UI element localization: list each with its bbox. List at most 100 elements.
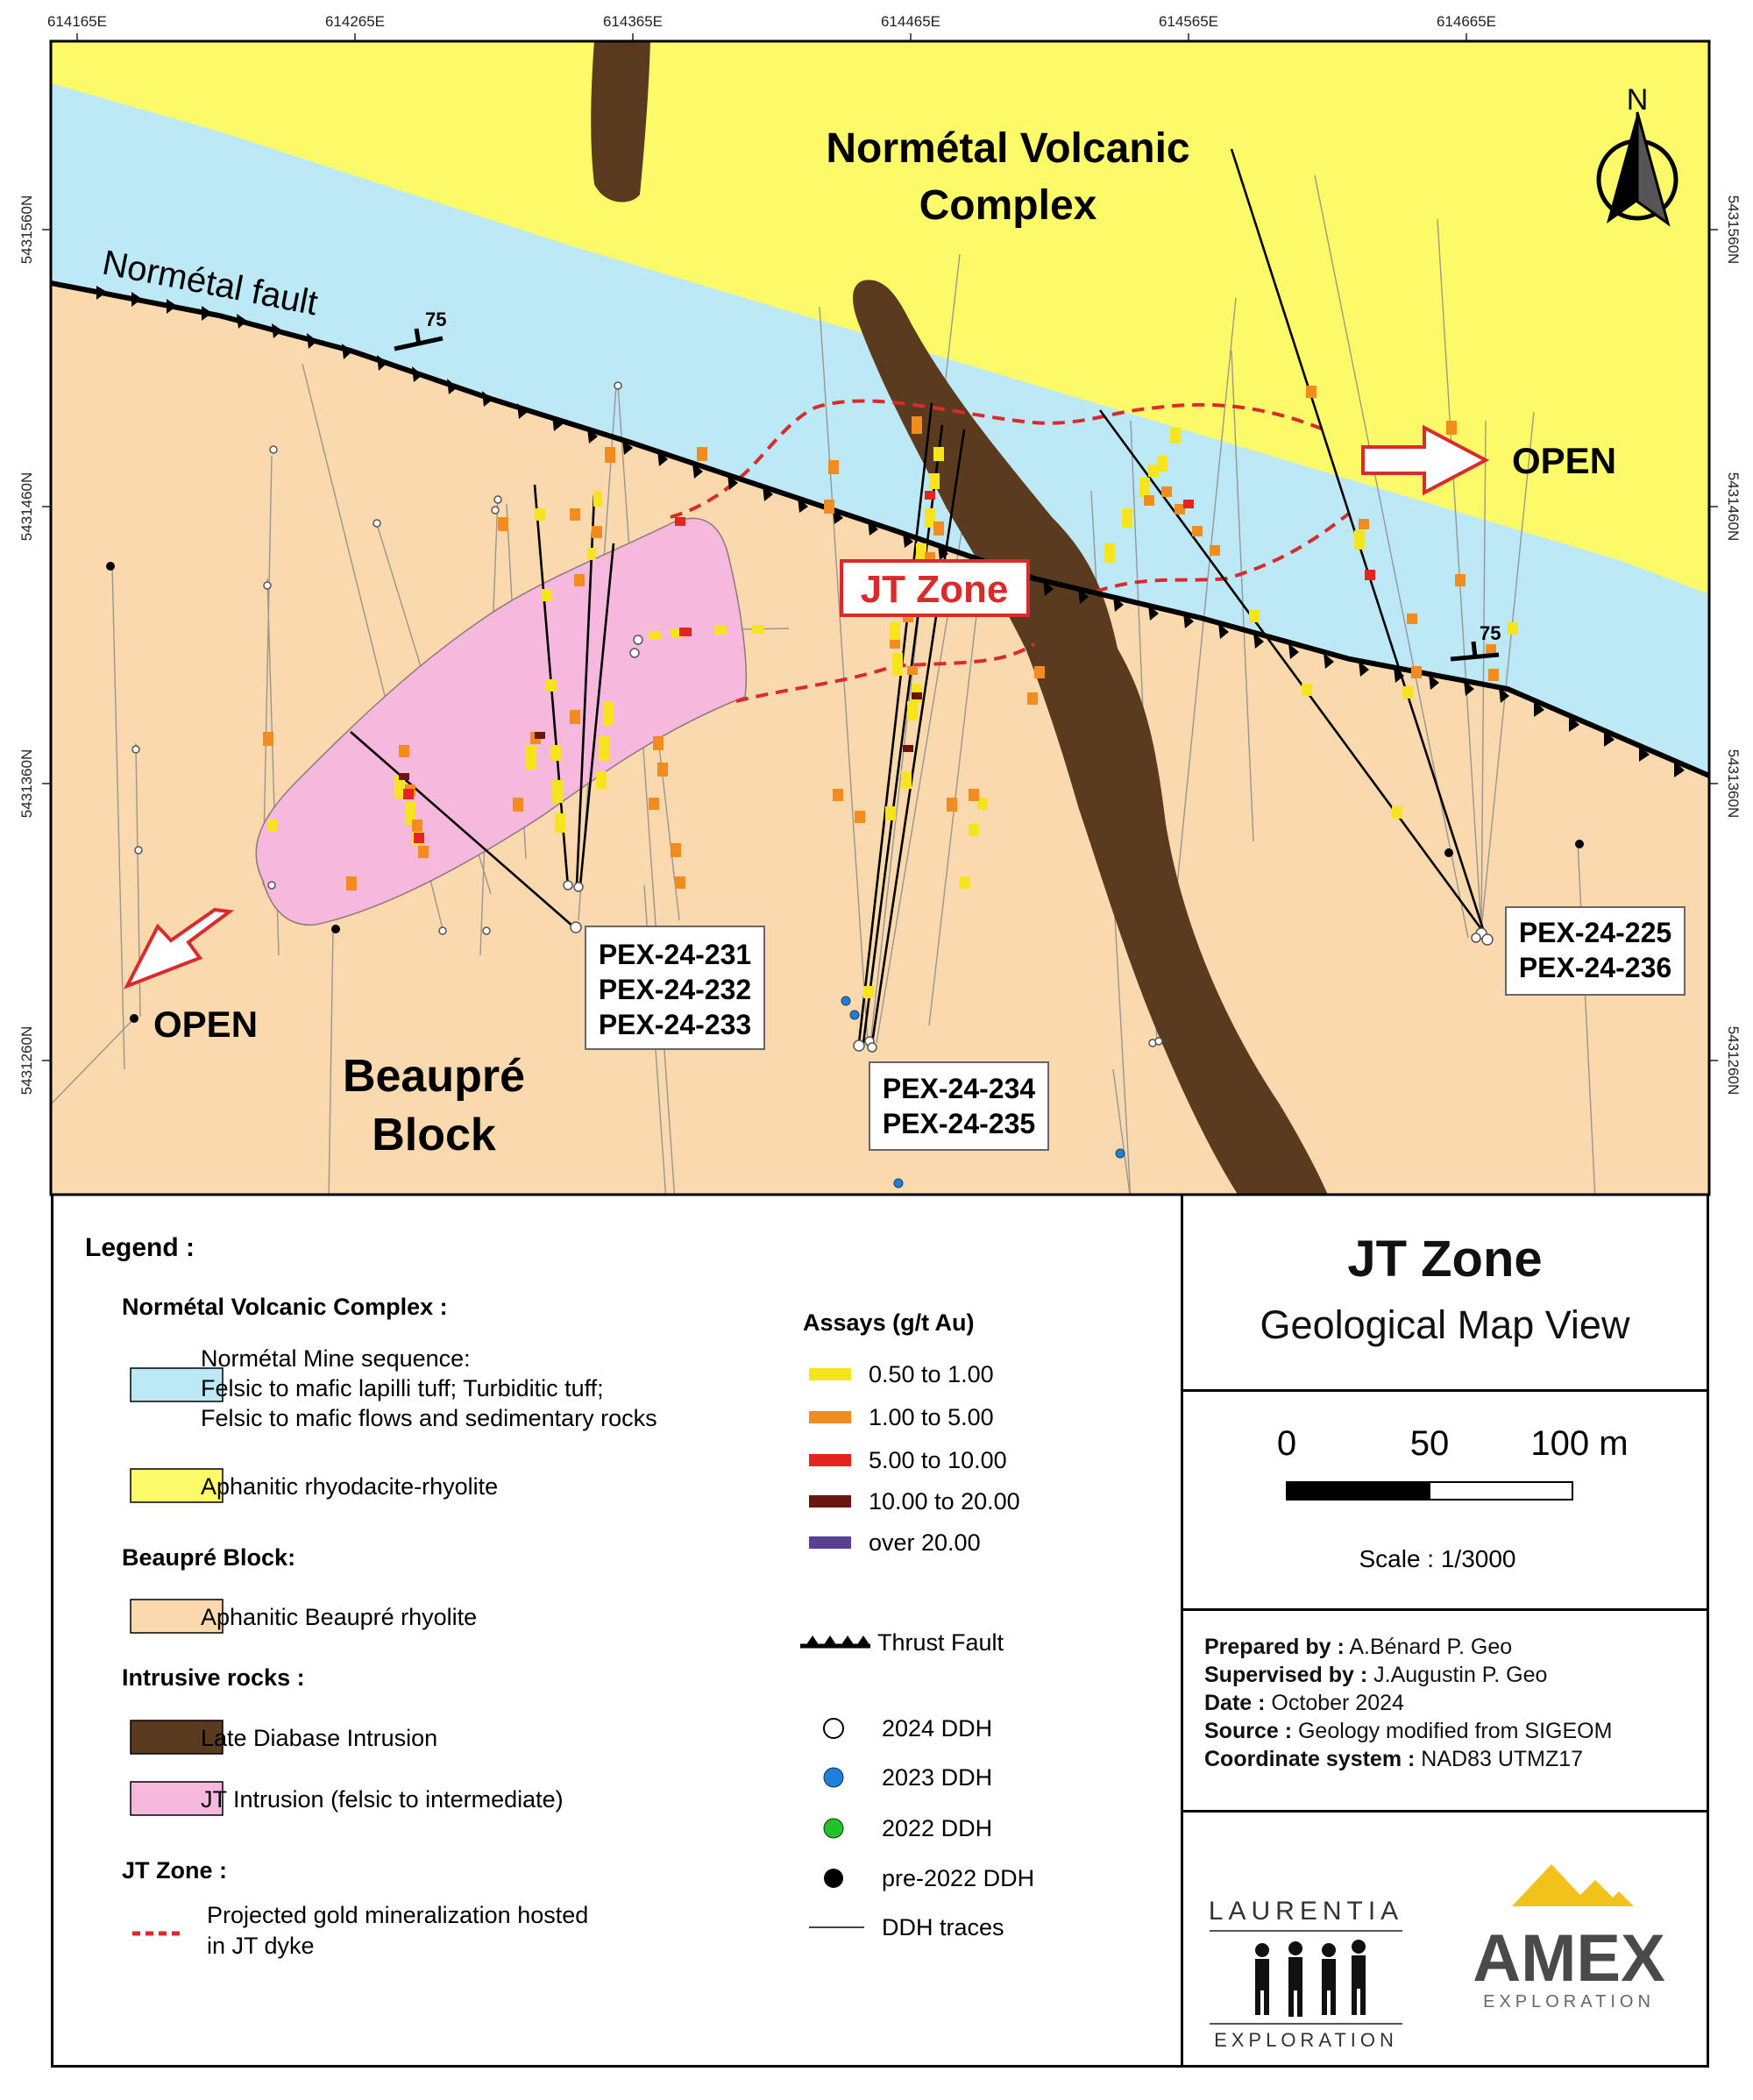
legend-group-volcanic: Normétal Volcanic Complex : — [122, 1294, 448, 1320]
diabase-dyke-main — [853, 280, 1328, 1195]
north-arrow-icon — [1596, 111, 1678, 227]
collar-box-234 — [869, 1061, 1049, 1151]
amex-logo: AMEX EXPLORATION — [1473, 1864, 1665, 2011]
coord-top-label: 614365E — [603, 13, 663, 30]
legend-tuff-line: Normétal Mine sequence: — [201, 1345, 471, 1372]
title-block: JT Zone Geological Map View — [1181, 1195, 1709, 1392]
legend-ddh-label: 2023 DDH — [882, 1764, 992, 1791]
swatch-ddh — [823, 1818, 844, 1839]
collar-label: PEX-24-236 — [1519, 952, 1671, 983]
hikers-icon — [1255, 1940, 1366, 2017]
coord-top-label: 614265E — [325, 13, 385, 30]
legend-jt-intrusion: JT Intrusion (felsic to intermediate) — [201, 1786, 564, 1813]
coord-right-label: 5431460N — [1725, 472, 1742, 541]
legend-ddh-label: pre-2022 DDH — [882, 1865, 1034, 1891]
swatch-assay — [809, 1454, 851, 1466]
collar-label: PEX-24-232 — [599, 974, 751, 1005]
scale-block: 0 50 100 m Scale : 1/3000 — [1181, 1389, 1709, 1611]
coord-top-label: 614465E — [881, 13, 940, 30]
legend-group-jt: JT Zone : — [122, 1857, 227, 1884]
coord-left-label: 5431460N — [18, 472, 35, 541]
collar-label: PEX-24-233 — [599, 1009, 751, 1040]
credit-prepared: Prepared by : A.Bénard P. Geo — [1204, 1635, 1513, 1659]
legend-tuff-line: Felsic to mafic flows and sedimentary ro… — [201, 1405, 657, 1431]
legend-rhyodacite: Aphanitic rhyodacite-rhyolite — [201, 1473, 498, 1500]
legend-beaupre-rhyolite: Aphanitic Beaupré rhyolite — [201, 1604, 477, 1630]
diabase-dyke-north — [591, 41, 650, 202]
map-subtitle: Geological Map View — [1260, 1302, 1630, 1347]
collar-label: PEX-24-231 — [599, 939, 751, 970]
coord-left-label: 5431360N — [18, 749, 35, 818]
open-label-east: OPEN — [1512, 440, 1616, 481]
coord-right-label: 5431260N — [1725, 1026, 1742, 1095]
swatch-ddh — [824, 1869, 843, 1888]
scale-ratio: Scale : 1/3000 — [1359, 1545, 1515, 1572]
legend-thrust-fault: Thrust Fault — [877, 1629, 1004, 1656]
dip-label-west: 75 — [425, 309, 446, 330]
svg-text:AMEX: AMEX — [1473, 1921, 1665, 1996]
collar-box-225 — [1505, 906, 1686, 996]
legend-assay-label: 5.00 to 10.00 — [869, 1447, 1007, 1473]
coord-left-label: 5431260N — [18, 1026, 35, 1095]
collar-box-231 — [585, 926, 765, 1050]
north-label: N — [1627, 83, 1649, 117]
collar-label: PEX-24-225 — [1519, 917, 1671, 948]
dip-symbol-east — [1450, 641, 1500, 662]
legend-diabase: Late Diabase Intrusion — [201, 1725, 437, 1751]
legend-mineralization-line: Projected gold mineralization hosted — [207, 1902, 588, 1928]
drill-collars-2023 — [841, 996, 1125, 1188]
volcanic-complex-label: Complex — [919, 182, 1097, 229]
drill-collars-2024 — [131, 381, 1494, 1053]
scale-tick-label: 0 — [1277, 1424, 1296, 1463]
scale-tick-label: 50 — [1410, 1424, 1450, 1463]
beaupre-block-label: Block — [372, 1110, 496, 1160]
logos-block: LAURENTIA EXPLORATION AMEX EXPLORATION — [1181, 1810, 1709, 2068]
laurentia-logo: LAURENTIA EXPLORATION — [1209, 1897, 1403, 2051]
coord-top-label: 614565E — [1159, 13, 1218, 30]
jt-zone-label-box — [840, 559, 1030, 617]
legend-group-intrusive: Intrusive rocks : — [122, 1664, 305, 1691]
thrust-fault-icon — [800, 1635, 870, 1649]
open-arrow-east — [1361, 424, 1490, 496]
legend-tuff-line: Felsic to mafic lapilli tuff; Turbiditic… — [201, 1375, 604, 1401]
open-label-west: OPEN — [153, 1004, 258, 1045]
collar-label: PEX-24-234 — [883, 1073, 1036, 1104]
svg-text:LAURENTIA: LAURENTIA — [1209, 1897, 1403, 1926]
legend-title: Legend : — [85, 1233, 195, 1262]
credit-date: Date : October 2024 — [1204, 1691, 1404, 1715]
legend-assays-title: Assays (g/t Au) — [803, 1309, 975, 1336]
coordinate-labels-right: 5431560N 5431460N 5431360N 5431260N — [1725, 195, 1742, 1095]
coordinate-labels-top: 614165E 614265E 614365E 614465E 614565E … — [47, 13, 1496, 30]
coord-top-label: 614165E — [47, 13, 107, 30]
swatch-ddh — [823, 1767, 844, 1788]
legend-ddh-label: 2022 DDH — [882, 1815, 992, 1841]
coord-left-label: 5431560N — [18, 195, 35, 264]
thrust-fault-teeth — [96, 286, 1685, 777]
legend-assay-label: 0.50 to 1.00 — [869, 1361, 994, 1387]
drill-collars-pre2022 — [106, 562, 1584, 1023]
swatch-assay — [809, 1368, 851, 1380]
map-title: JT Zone — [1347, 1231, 1543, 1288]
beaupre-block-label: Beaupré — [343, 1051, 525, 1102]
dip-symbol-west — [394, 328, 444, 351]
legend-assay-label: 10.00 to 20.00 — [869, 1488, 1020, 1515]
coord-right-label: 5431360N — [1725, 749, 1742, 818]
swatch-tuff — [130, 1367, 224, 1402]
swatch-assay — [809, 1411, 851, 1423]
swatch-jt-intrusion — [130, 1781, 224, 1816]
jt-zone-label: JT Zone — [861, 568, 1009, 611]
legend-group-beaupre: Beaupré Block: — [122, 1544, 295, 1571]
coordinate-labels-left: 5431560N 5431460N 5431360N 5431260N — [18, 195, 35, 1095]
legend-assay-label: 1.00 to 5.00 — [869, 1404, 994, 1430]
map-frame — [49, 39, 1711, 1196]
svg-text:EXPLORATION: EXPLORATION — [1483, 1992, 1655, 2011]
scale-tick-label: 100 m — [1530, 1424, 1628, 1463]
swatch-rhyodacite — [130, 1468, 224, 1503]
logos: LAURENTIA EXPLORATION AMEX EXPLORATION — [1209, 1864, 1665, 2051]
credit-source: Source : Geology modified from SIGEOM — [1204, 1719, 1613, 1743]
credit-coordinate-system: Coordinate system : NAD83 UTMZ17 — [1204, 1747, 1584, 1771]
legend-ddh-label: 2024 DDH — [882, 1715, 992, 1742]
svg-text:EXPLORATION: EXPLORATION — [1214, 2029, 1398, 2051]
credit-supervised: Supervised by : J.Augustin P. Geo — [1204, 1663, 1548, 1687]
